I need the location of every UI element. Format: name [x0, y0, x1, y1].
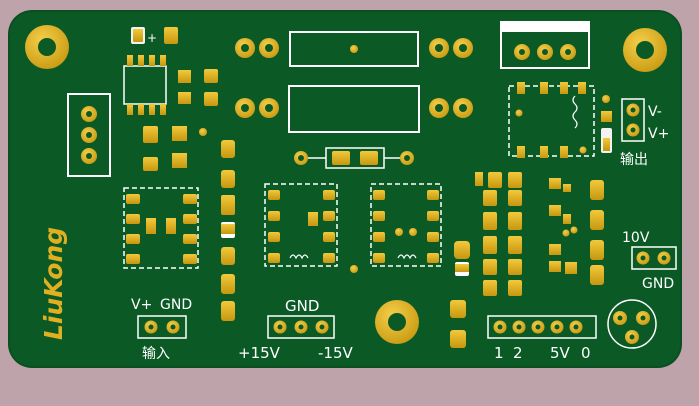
smd-pad — [450, 330, 466, 348]
resistor-r-middle — [235, 85, 473, 133]
smd-pad — [143, 126, 158, 143]
connector-3pin-top-right — [500, 21, 590, 69]
smd-pad — [221, 224, 235, 234]
smd-pad — [221, 247, 235, 265]
header-3pin-left — [67, 93, 111, 177]
capacitor-c-top: + — [131, 27, 178, 45]
ic-soic-top-left — [123, 55, 167, 115]
smd-pad — [221, 274, 235, 294]
smd-pad — [221, 301, 235, 321]
label-power-p15: +15V — [238, 344, 281, 362]
ic-module-right — [549, 178, 604, 285]
resistor-small — [294, 147, 414, 169]
label-ref-gnd: GND — [642, 276, 674, 292]
label-power-gnd: GND — [285, 297, 319, 315]
ic-soic-middle-right — [370, 183, 442, 267]
smd-pad — [204, 92, 218, 106]
smd-pad — [172, 126, 187, 141]
header-input — [137, 315, 187, 339]
brand-logo: LiuKong — [39, 227, 68, 340]
solder-mask — [10, 12, 680, 366]
label-input-cn: 输入 — [142, 346, 170, 362]
mounting-hole-bottom — [375, 300, 419, 344]
smd-pad — [221, 170, 235, 188]
smd-pad — [601, 111, 612, 122]
mounting-hole-top-left — [25, 25, 69, 69]
label-power-m15: -15V — [318, 344, 353, 362]
via — [199, 128, 207, 136]
smd-pad — [178, 92, 191, 104]
smd-pad — [603, 138, 610, 151]
smd-pad — [454, 241, 470, 259]
label-sel-0: 0 — [581, 344, 591, 362]
header-power — [267, 315, 335, 339]
header-selection — [487, 315, 597, 339]
potentiometer — [607, 299, 657, 349]
mounting-hole-top-right — [623, 28, 667, 72]
smd-pad — [204, 69, 218, 83]
smd-pad — [450, 300, 466, 318]
label-ref-10v: 10V — [622, 230, 650, 246]
ic-soic-middle — [264, 183, 338, 267]
header-reference — [631, 246, 677, 270]
resistor-r-top — [235, 31, 473, 67]
label-input-vplus: V+ — [131, 297, 152, 313]
label-out-vplus: V+ — [648, 126, 669, 142]
ic-soic-left — [123, 187, 199, 269]
smd-ladder — [475, 172, 522, 296]
via — [350, 265, 358, 273]
label-out-vminus: V- — [648, 104, 662, 120]
via — [602, 95, 610, 103]
ic-module-top-right — [508, 82, 595, 158]
smd-pad — [221, 140, 235, 158]
label-sel-1: 1 — [494, 344, 504, 362]
label-out-cn: 输出 — [620, 152, 648, 168]
label-input-gnd: GND — [160, 297, 192, 313]
smd-pad — [221, 195, 235, 215]
svg-text:+: + — [147, 31, 157, 45]
smd-pad — [178, 70, 191, 83]
smd-pad — [143, 157, 158, 171]
label-sel-5v: 5V — [550, 344, 571, 362]
smd-pad — [172, 153, 187, 168]
header-output — [621, 98, 645, 142]
label-sel-2: 2 — [513, 344, 523, 362]
smd-pad — [455, 264, 469, 272]
